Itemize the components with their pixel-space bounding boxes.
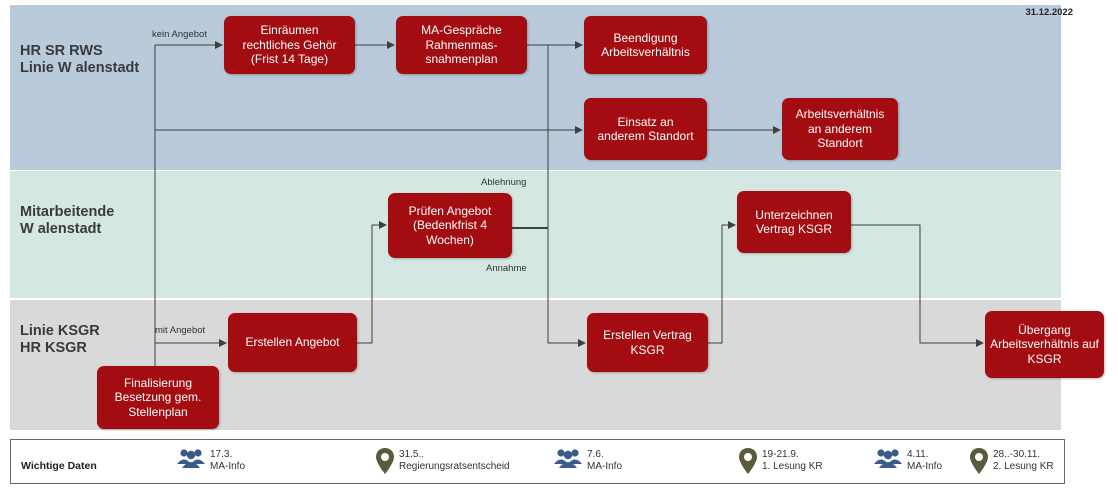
- event-date: 28..-30.11.: [993, 449, 1041, 460]
- box-einsatz-standort: Einsatz an anderem Standort: [584, 98, 707, 160]
- lane-label-hr-sr-rws: HR SR RWS Linie W alenstadt: [20, 43, 140, 76]
- event-text: MA-Info: [210, 461, 246, 472]
- event-date: 31.5..: [399, 449, 425, 460]
- timeline-event: 4.11.MA-Info: [873, 447, 942, 473]
- event-text: MA-Info: [907, 461, 943, 472]
- box-ma-gespraeche: MA-Gespräche Rahmenmas- snahmenplan: [396, 16, 527, 74]
- timeline-panel: Wichtige Daten 17.3.MA-Info 31.5..Regier…: [10, 439, 1065, 484]
- timeline-event: 31.5..Regierungsratsentscheid: [375, 447, 510, 475]
- location-pin-icon: [376, 448, 394, 474]
- label-annahme: Annahme: [486, 263, 527, 274]
- lane-label-linie-ksgr: Linie KSGR HR KSGR: [20, 323, 100, 356]
- lane-label-mitarbeitende: Mitarbeitende W alenstadt: [20, 204, 115, 237]
- label-kein-angebot: kein Angebot: [152, 29, 207, 40]
- box-uebergang: Übergang Arbeitsverhältnis auf KSGR: [985, 311, 1104, 378]
- lane-divider: [10, 298, 1061, 300]
- label-mit-angebot: mit Angebot: [155, 325, 206, 336]
- box-erstellen-vertrag: Erstellen Vertrag KSGR: [587, 313, 708, 372]
- timeline-event: 19-21.9.1. Lesung KR: [738, 447, 823, 475]
- timeline-event: 28..-30.11.2. Lesung KR: [969, 447, 1054, 475]
- timeline-title: Wichtige Daten: [21, 460, 97, 472]
- people-icon: [874, 449, 902, 468]
- arrow-uebergang: [851, 224, 984, 347]
- arrow-unterzeichnen: [708, 221, 736, 344]
- lane-divider: [10, 170, 1061, 171]
- box-unterzeichnen: Unterzeichnen Vertrag KSGR: [737, 191, 851, 253]
- arrow-pruefen: [357, 221, 387, 344]
- box-rechtliches-gehoer: Einräumen rechtliches Gehör (Frist 14 Ta…: [224, 16, 355, 74]
- event-date: 17.3.: [210, 449, 233, 460]
- event-text: MA-Info: [587, 461, 623, 472]
- location-pin-icon: [739, 448, 757, 474]
- event-date: 19-21.9.: [762, 449, 799, 460]
- date-stamp: 31.12.2022: [1025, 7, 1073, 18]
- people-icon: [177, 449, 205, 468]
- box-beendigung: Beendigung Arbeitsverhältnis: [584, 16, 707, 74]
- event-text: Regierungsratsentscheid: [399, 461, 510, 472]
- box-av-anderer-standort: Arbeitsverhältnis an anderem Standort: [782, 98, 898, 160]
- location-pin-icon: [970, 448, 988, 474]
- arrow-annahme: [547, 228, 586, 347]
- label-ablehnung: Ablehnung: [481, 177, 527, 188]
- event-date: 7.6.: [587, 449, 604, 460]
- box-erstellen-angebot: Erstellen Angebot: [228, 313, 357, 372]
- timeline-event: 7.6.MA-Info: [553, 447, 622, 473]
- lane-mitarbeitende: [10, 170, 1061, 298]
- timeline-event: 17.3.MA-Info: [176, 447, 245, 473]
- event-text: 1. Lesung KR: [762, 461, 823, 472]
- people-icon: [554, 449, 582, 468]
- event-date: 4.11.: [907, 449, 929, 460]
- event-text: 2. Lesung KR: [993, 461, 1054, 472]
- box-finalisierung: Finalisierung Besetzung gem. Stellenplan: [97, 366, 219, 429]
- box-pruefen-angebot: Prüfen Angebot (Bedenkfrist 4 Wochen): [388, 193, 512, 258]
